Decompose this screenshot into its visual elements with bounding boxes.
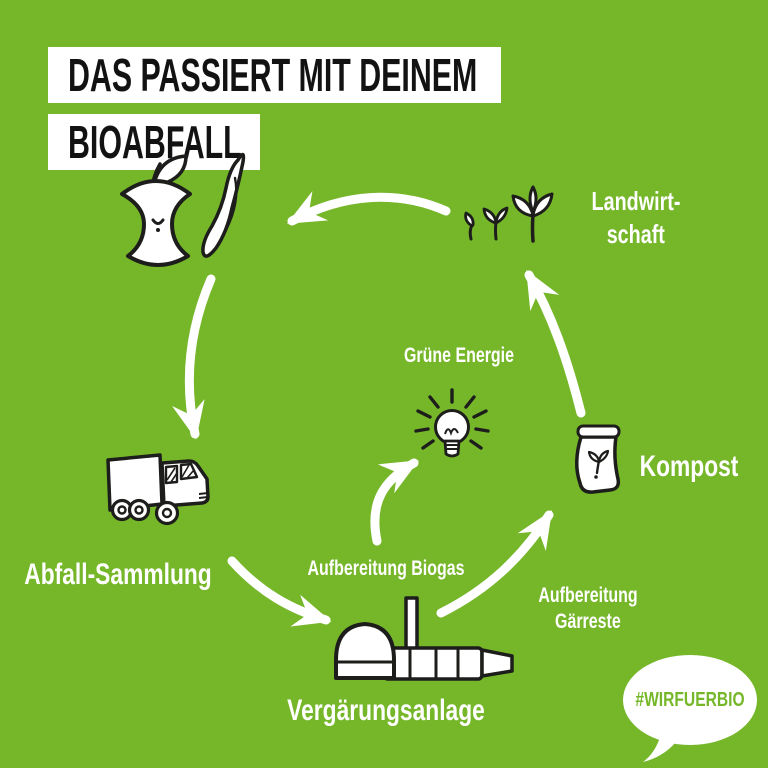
cycle-arrows	[172, 191, 586, 627]
speech-bubble-icon	[623, 655, 757, 762]
label-landwirtschaft: Landwirt- schaft	[591, 186, 681, 249]
bulb-rays	[414, 388, 490, 450]
arrow-kompost-to-landwirtschaft	[524, 270, 586, 418]
plant-dome	[334, 622, 396, 680]
label-kompost: Kompost	[639, 450, 739, 483]
bulb-glass	[434, 409, 470, 445]
title-line1: DAS PASSIERT MIT DEINEM	[68, 49, 478, 101]
arrow-bioabfall-to-abfallsammlung	[172, 274, 216, 440]
title-line2: BIOABFALL	[68, 116, 242, 168]
title-box-line2: BIOABFALL	[48, 114, 260, 170]
plant-tanks	[382, 646, 484, 681]
hashtag-badge: #WIRFUERBIO	[635, 689, 745, 711]
bulb-filament	[444, 428, 459, 436]
label-abfall-sammlung: Abfall-Sammlung	[24, 558, 212, 591]
bag-rim	[576, 424, 621, 439]
label-aufbereitung-gaerreste: Aufbereitung Gärreste	[538, 584, 638, 634]
label-aufbereitung-biogas: Aufbereitung Biogas	[307, 557, 465, 580]
sprouting-plants-icon	[464, 185, 554, 243]
title-box-line1: DAS PASSIERT MIT DEINEM	[48, 47, 501, 103]
label-gruene-energie: Grüne Energie	[404, 344, 514, 367]
arrow-vergaerungsanlage-to-energie	[370, 458, 419, 546]
arrow-vergaerungsanlage-to-kompost	[436, 510, 554, 618]
label-vergaerungsanlage: Vergärungsanlage	[287, 694, 485, 727]
compost-bag-icon	[575, 424, 621, 494]
apple-core-banana-peel-icon	[120, 154, 192, 267]
light-bulb-icon	[414, 388, 490, 458]
arrow-abfallsammlung-to-vergaerungsanlage	[227, 556, 332, 627]
biogas-plant-icon	[334, 596, 514, 681]
banana-peel-icon	[201, 152, 246, 258]
arrow-landwirtschaft-to-bioabfall	[287, 191, 451, 226]
garbage-truck-icon	[106, 453, 210, 526]
